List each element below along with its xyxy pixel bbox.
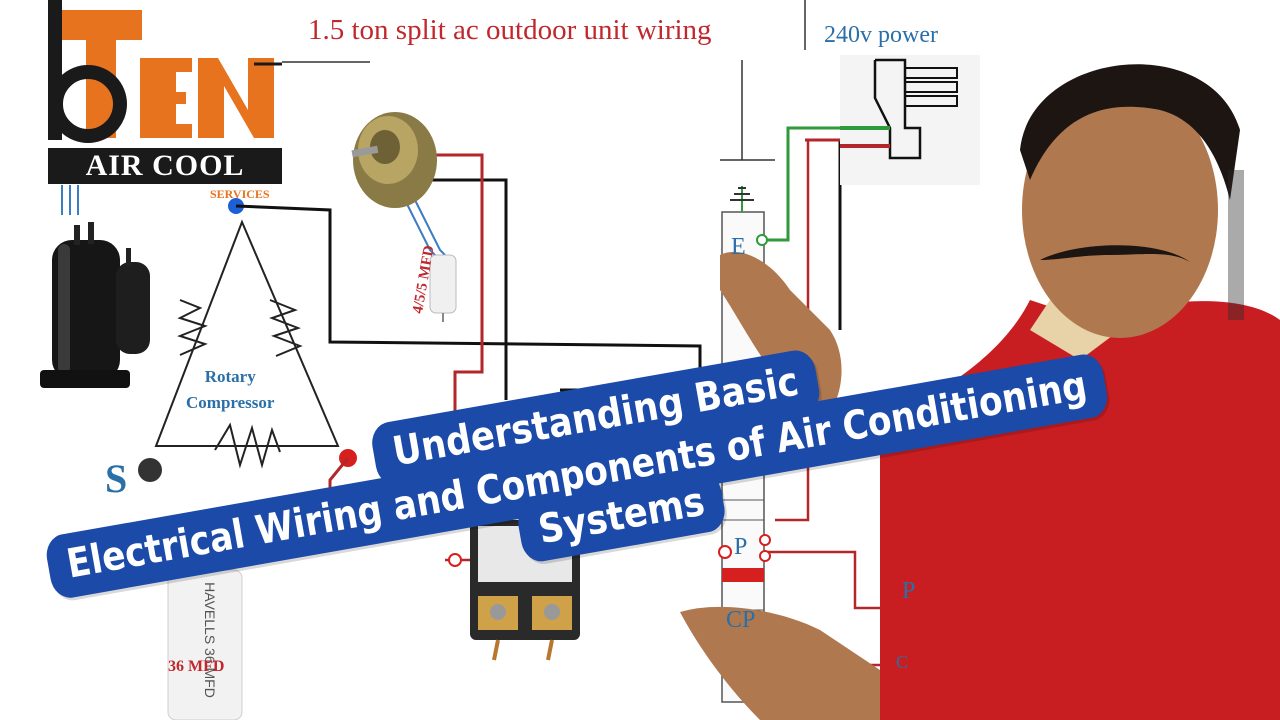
terminal-p-label: P bbox=[734, 534, 748, 560]
diagram-title: 1.5 ton split ac outdoor unit wiring bbox=[308, 14, 712, 46]
compressor-capacitor-label: 36 MFD bbox=[168, 658, 225, 675]
power-plug bbox=[840, 55, 980, 185]
compressor-label-line2: Compressor bbox=[186, 393, 275, 412]
fan-motor-image bbox=[351, 112, 437, 208]
logo-services: SERVICES bbox=[210, 187, 270, 201]
start-terminal-label: S bbox=[105, 456, 128, 501]
terminal-p2-label: P bbox=[902, 578, 916, 604]
logo-air-cool: AIR COOL bbox=[48, 148, 282, 184]
compressor-label: Rotary Compressor bbox=[186, 364, 274, 416]
terminal-c-label: C bbox=[896, 652, 909, 672]
compressor-label-line1: Rotary bbox=[204, 367, 256, 386]
compressor-image bbox=[40, 185, 150, 388]
compressor-symbol bbox=[138, 198, 357, 482]
logo-mark bbox=[48, 0, 282, 148]
channel-logo: AIR COOL bbox=[48, 0, 282, 184]
terminal-cp-label: CP bbox=[726, 607, 756, 633]
power-label: 240v power bbox=[824, 22, 938, 48]
terminal-e-label: E bbox=[731, 234, 746, 260]
fan-capacitor-image bbox=[429, 254, 457, 322]
svg-text:HAVELLS 36 MFD: HAVELLS 36 MFD bbox=[202, 582, 218, 698]
